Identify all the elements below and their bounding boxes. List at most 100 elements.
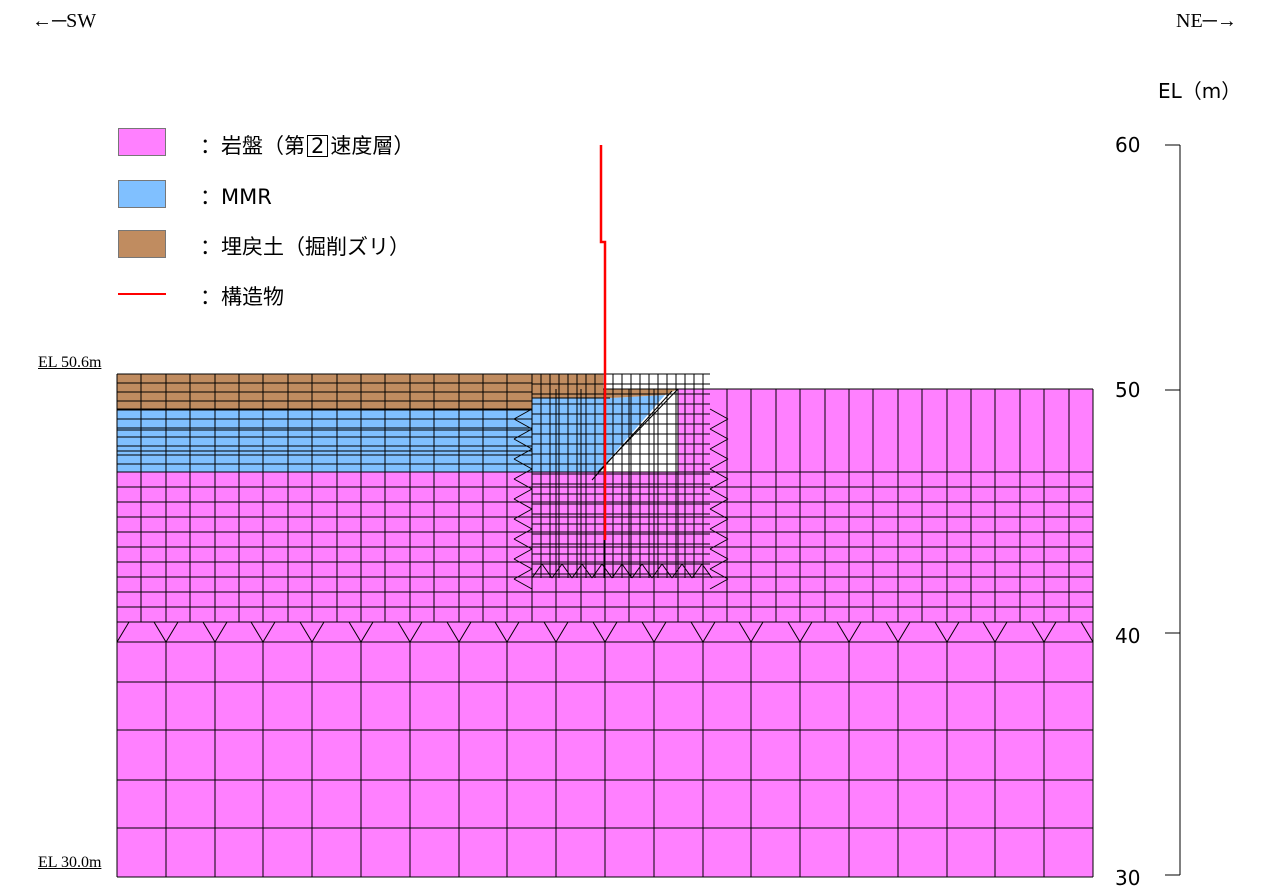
- mesh-line: [360, 621, 374, 643]
- el-top-label: EL 50.6m: [38, 354, 102, 371]
- mesh-line: [1031, 621, 1045, 643]
- legend-swatch-structure: [118, 293, 166, 295]
- legend-label-rock-post: 速度層）: [330, 134, 415, 158]
- mesh-line: [531, 563, 543, 579]
- tick-label-40: 40: [1115, 624, 1141, 648]
- axis-title: EL（m）: [1158, 79, 1242, 103]
- mesh-line: [513, 508, 533, 520]
- mesh-line: [262, 621, 276, 643]
- legend-label-rock-box: 2: [307, 135, 329, 157]
- mesh-line: [513, 438, 533, 450]
- mesh-line: [543, 621, 557, 643]
- mesh-line: [513, 428, 533, 440]
- legend-label-rock-pre: ：岩盤（第: [200, 134, 305, 158]
- mesh-line: [709, 558, 729, 570]
- mesh-line: [702, 621, 716, 643]
- mesh-line: [513, 408, 533, 420]
- mesh-line: [513, 528, 533, 540]
- mesh-line: [581, 563, 593, 579]
- mesh-line: [738, 621, 752, 643]
- mesh-line: [750, 621, 764, 643]
- mesh-line: [604, 621, 618, 643]
- mesh-line: [946, 621, 960, 643]
- tick-label-30: 30: [1115, 866, 1141, 890]
- mesh-line: [214, 621, 228, 643]
- mesh-line: [709, 528, 729, 540]
- mesh-line: [513, 468, 533, 480]
- mesh-line: [513, 478, 533, 490]
- mesh-line: [513, 538, 533, 550]
- legend-label-backfill: ：埋戻土（掘削ズリ）: [200, 235, 410, 259]
- legend-swatch-backfill: [118, 230, 166, 258]
- mesh-line: [897, 621, 911, 643]
- mesh-line: [513, 448, 533, 460]
- mesh-line: [848, 621, 862, 643]
- direction-ne-label: NE─→: [1176, 10, 1237, 32]
- rock-fill-right: [678, 389, 1093, 472]
- mesh-line: [250, 621, 264, 643]
- mesh-line: [571, 563, 583, 579]
- mesh-line: [591, 563, 603, 579]
- mesh-line: [709, 448, 729, 460]
- mesh-line: [409, 621, 423, 643]
- legend-label-mmr: ：MMR: [200, 185, 272, 209]
- mesh-line: [641, 563, 653, 579]
- mesh-line: [397, 621, 411, 643]
- mesh-line: [709, 438, 729, 450]
- mesh-line: [348, 621, 362, 643]
- mesh-line: [513, 558, 533, 570]
- mesh-line: [561, 563, 573, 579]
- mesh-line: [446, 621, 460, 643]
- direction-sw-label: ←─SW: [32, 10, 97, 32]
- mesh-line: [709, 478, 729, 490]
- mesh-line: [1043, 621, 1057, 643]
- mesh-line: [690, 621, 704, 643]
- mesh-line: [661, 563, 673, 579]
- mesh-line: [885, 621, 899, 643]
- mesh-line: [551, 563, 563, 579]
- mesh-lines: [116, 373, 1094, 878]
- mesh-line: [513, 518, 533, 530]
- mesh-line: [513, 458, 533, 470]
- structure-line: [599, 145, 607, 540]
- mesh-line: [799, 621, 813, 643]
- mesh-line: [709, 488, 729, 500]
- mesh-line: [621, 563, 633, 579]
- mesh-line: [709, 568, 729, 580]
- mesh-line: [513, 498, 533, 510]
- mesh-line: [653, 621, 667, 643]
- el-bottom-label: EL 30.0m: [38, 854, 102, 871]
- legend-swatch-mmr: [118, 180, 166, 208]
- elevation-axis: [1165, 144, 1181, 876]
- mesh-line: [506, 621, 520, 643]
- mesh-line: [709, 578, 729, 590]
- mesh-line: [513, 568, 533, 580]
- mesh-line: [311, 621, 325, 643]
- tick-label-50: 50: [1115, 378, 1141, 402]
- mesh-line: [836, 621, 850, 643]
- mesh-line: [709, 538, 729, 550]
- mesh-line: [1080, 621, 1094, 643]
- mesh-line: [631, 563, 643, 579]
- mesh-line: [691, 563, 703, 579]
- mesh-line: [611, 563, 623, 579]
- mmr-fill: [117, 395, 665, 472]
- tick-label-60: 60: [1115, 133, 1141, 157]
- mesh-line: [994, 621, 1008, 643]
- mesh-line: [709, 518, 729, 530]
- mesh-line: [541, 563, 553, 579]
- mesh-line: [709, 418, 729, 430]
- mesh-line: [116, 621, 130, 643]
- mesh-line: [787, 621, 801, 643]
- mesh-line: [709, 548, 729, 560]
- mesh-line: [592, 621, 606, 643]
- mesh-line: [513, 548, 533, 560]
- mesh-line: [651, 563, 663, 579]
- mesh-line: [709, 408, 729, 420]
- mesh-line: [701, 563, 713, 579]
- mesh-line: [513, 578, 533, 590]
- mesh-line: [709, 458, 729, 470]
- mesh-line: [709, 498, 729, 510]
